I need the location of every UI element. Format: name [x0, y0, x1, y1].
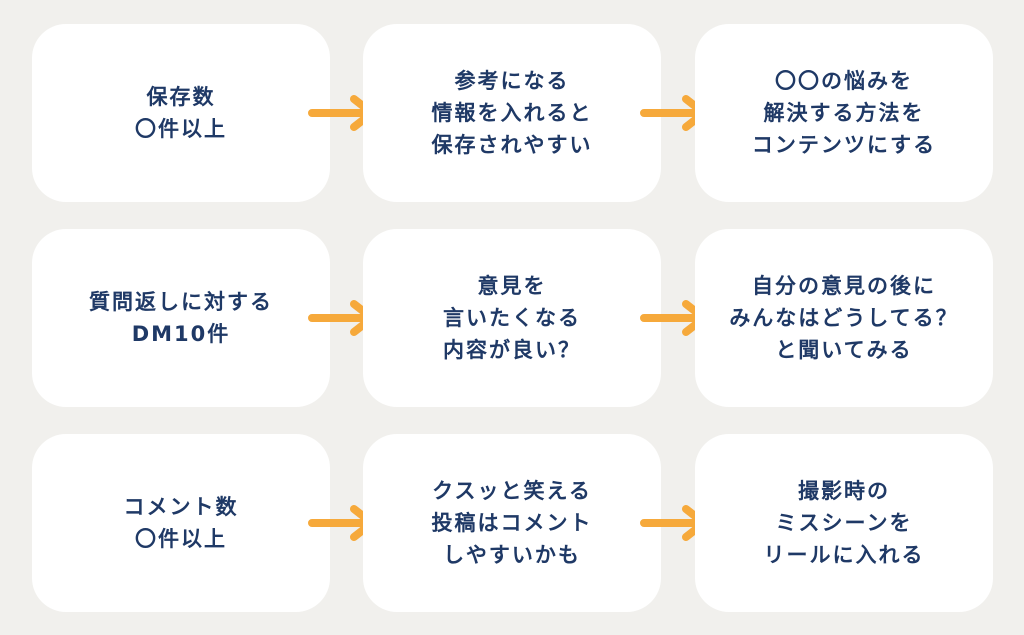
- card-text-line: 投稿はコメント: [431, 511, 593, 535]
- goal-card-comments: コメント数 〇件以上: [32, 434, 330, 612]
- card-text-line: 〇件以上: [135, 527, 227, 551]
- card-text-line: コメント数: [123, 495, 239, 519]
- card-text-line: 保存数: [146, 85, 216, 109]
- card-text-line: リールに入れる: [763, 543, 925, 567]
- goal-card-dm: 質問返しに対する DM10件: [32, 229, 330, 407]
- card-text-line: 情報を入れると: [431, 101, 593, 125]
- card-text-line: 〇件以上: [135, 117, 227, 141]
- card-text-line: みんなはどうしてる？: [729, 306, 959, 330]
- card-text-line: コンテンツにする: [751, 133, 937, 157]
- card-text-line: 言いたくなる: [443, 306, 581, 330]
- card-text-line: 参考になる: [454, 69, 570, 93]
- idea-card-opinion: 意見を 言いたくなる 内容が良い？: [363, 229, 661, 407]
- card-text-line: 解決する方法を: [763, 101, 925, 125]
- card-text-line: 意見を: [477, 274, 547, 298]
- goal-card-saves: 保存数 〇件以上: [32, 24, 330, 202]
- card-text-line: DM10件: [131, 322, 231, 346]
- card-text-line: 自分の意見の後に: [752, 274, 936, 298]
- card-text-line: クスッと笑える: [432, 479, 592, 503]
- card-text-line: ミスシーンを: [775, 511, 913, 535]
- card-text-line: と聞いてみる: [775, 338, 913, 362]
- card-text-line: 内容が良い？: [443, 338, 581, 362]
- idea-card-useful-info: 参考になる 情報を入れると 保存されやすい: [363, 24, 661, 202]
- action-card-solve-problem: 〇〇の悩みを 解決する方法を コンテンツにする: [695, 24, 993, 202]
- action-card-ask-others: 自分の意見の後に みんなはどうしてる？ と聞いてみる: [695, 229, 993, 407]
- card-text-line: 保存されやすい: [431, 133, 593, 157]
- card-text-line: しやすいかも: [443, 543, 581, 567]
- action-card-bloopers: 撮影時の ミスシーンを リールに入れる: [695, 434, 993, 612]
- card-text-line: 〇〇の悩みを: [775, 69, 913, 93]
- idea-card-funny-posts: クスッと笑える 投稿はコメント しやすいかも: [363, 434, 661, 612]
- card-text-line: 撮影時の: [798, 479, 890, 503]
- card-text-line: 質問返しに対する: [89, 290, 273, 314]
